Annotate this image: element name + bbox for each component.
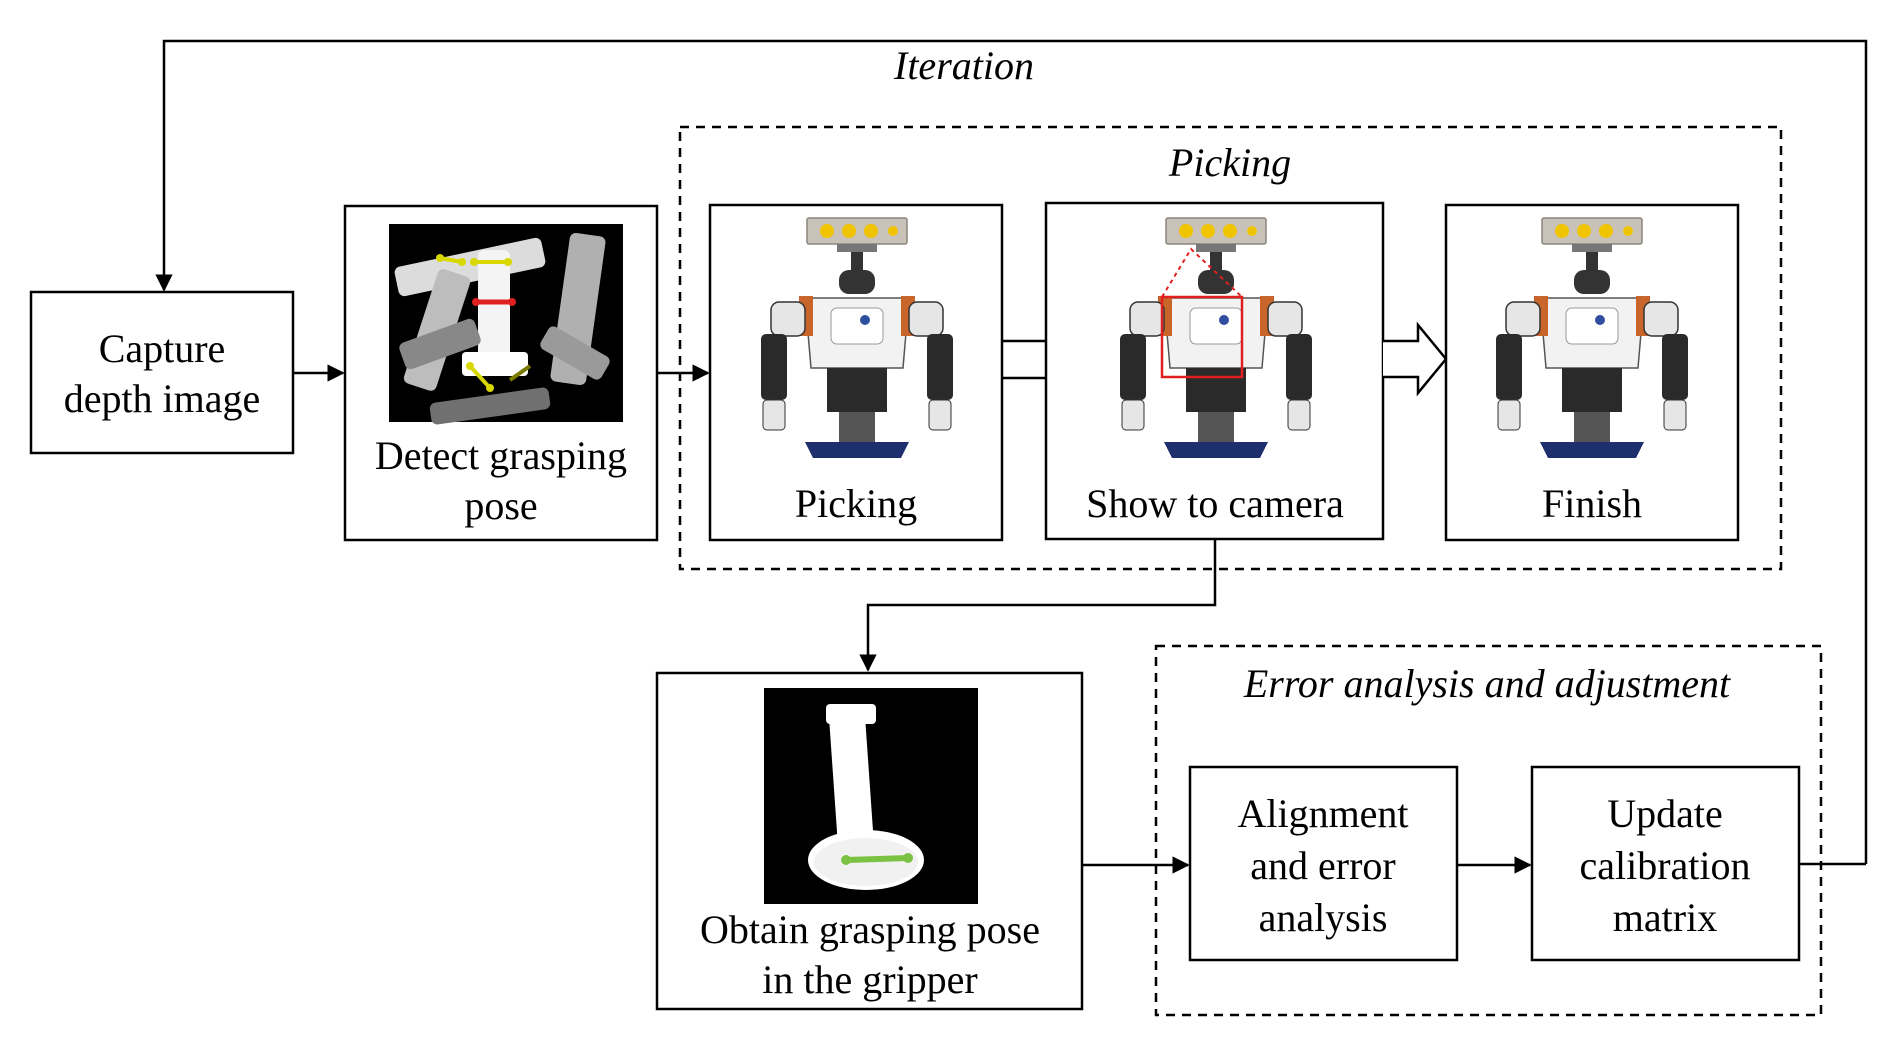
finish-label: Finish xyxy=(1542,481,1642,526)
obtain-line2: in the gripper xyxy=(762,957,978,1002)
arrow-show-obtain xyxy=(859,539,1217,672)
iteration-loop-line xyxy=(155,39,1868,864)
align-line1: Alignment xyxy=(1237,791,1408,836)
update-line3: matrix xyxy=(1613,895,1717,940)
block-arrow-show-finish xyxy=(1383,321,1448,397)
update-line1: Update xyxy=(1607,791,1723,836)
obtain-node: Obtain grasping pose in the gripper xyxy=(655,671,1084,1011)
detect-node: Detect grasping pose xyxy=(343,204,659,542)
picking-group-frame xyxy=(678,125,1783,571)
align-line3: analysis xyxy=(1259,895,1388,940)
picking-node: Picking xyxy=(708,203,1004,542)
depth-image xyxy=(389,224,623,425)
update-line2: calibration xyxy=(1579,843,1750,888)
capture-node: Capture depth image xyxy=(29,290,295,455)
gripper-depth-image xyxy=(764,688,978,904)
picking-group-label: Picking xyxy=(1168,140,1291,185)
detect-line2: pose xyxy=(464,483,537,528)
detect-line1: Detect grasping xyxy=(375,433,627,478)
iteration-label: Iteration xyxy=(893,43,1034,88)
error-group-frame xyxy=(1154,644,1823,1017)
camera-view-box xyxy=(1160,295,1244,379)
show-label: Show to camera xyxy=(1086,481,1344,526)
finish-node: Finish xyxy=(1444,203,1740,542)
camera-view-cone xyxy=(1161,247,1243,298)
align-node: Alignment and error analysis xyxy=(1188,765,1459,962)
obtain-line1: Obtain grasping pose xyxy=(700,907,1040,952)
update-node: Update calibration matrix xyxy=(1530,765,1801,962)
capture-line2: depth image xyxy=(64,376,261,421)
align-line2: and error xyxy=(1250,843,1395,888)
picking-label: Picking xyxy=(795,481,917,526)
show-node: Show to camera xyxy=(1044,201,1385,541)
error-group-label: Error analysis and adjustment xyxy=(1243,661,1731,706)
capture-line1: Capture xyxy=(99,326,226,371)
